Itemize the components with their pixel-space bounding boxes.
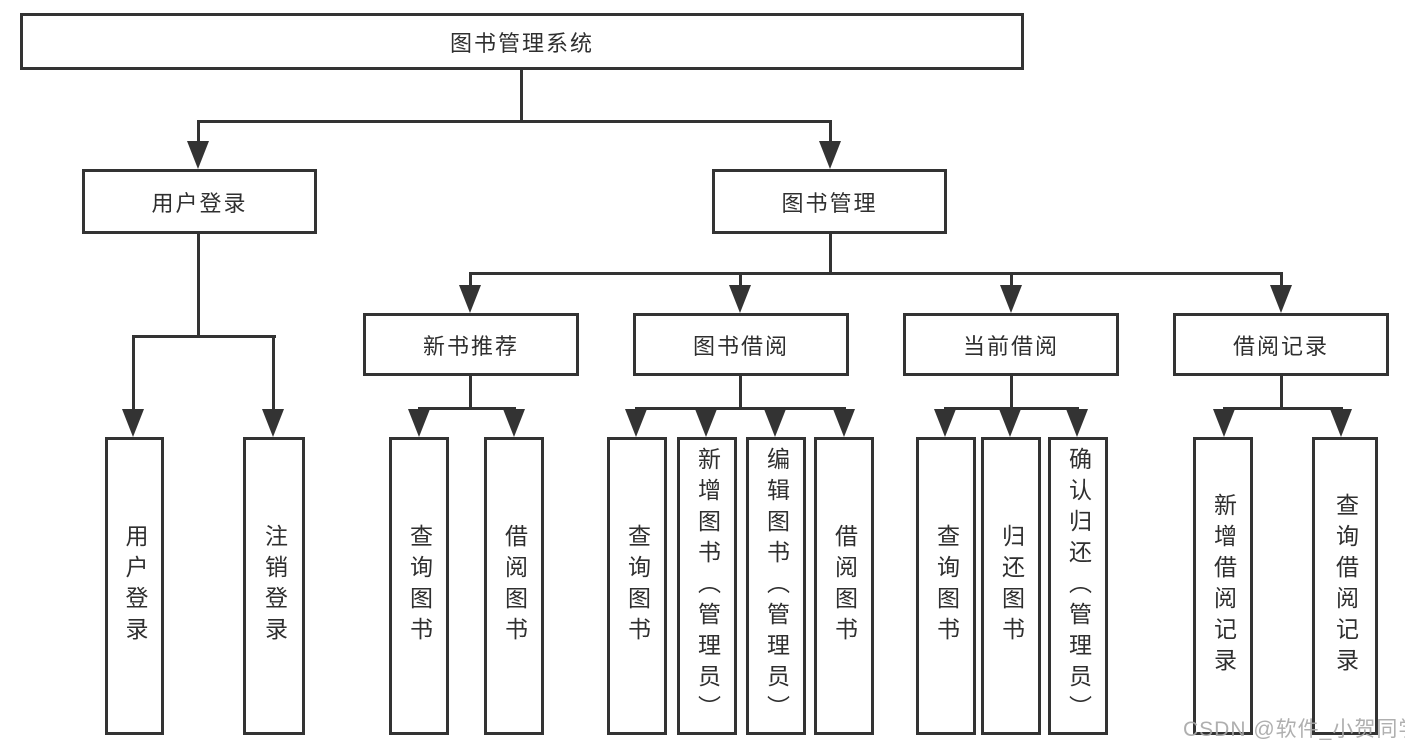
arrowhead-query-books-3 <box>934 409 956 437</box>
leaf-return-books: 归还图书 <box>981 437 1041 735</box>
connector-drop-current-borrowing <box>1010 272 1013 288</box>
node-borrowing-records-label: 借阅记录 <box>1232 333 1329 359</box>
node-borrowing-records: 借阅记录 <box>1173 313 1389 376</box>
leaf-logout-login-label: 注销登录 <box>261 524 288 648</box>
connector-borrowing-records-split <box>1224 407 1343 410</box>
arrowhead-edit-books <box>764 409 786 437</box>
connector-current-borrowing-split <box>945 407 1079 410</box>
arrowhead-current-borrowing <box>1000 285 1022 313</box>
leaf-user-login: 用户登录 <box>105 437 164 735</box>
node-new-book-recommendation: 新书推荐 <box>363 313 579 376</box>
connector-new-book-split <box>419 407 516 410</box>
node-library-system-label: 图书管理系统 <box>449 30 594 56</box>
node-book-borrowing: 图书借阅 <box>633 313 849 376</box>
node-library-system: 图书管理系统 <box>20 13 1024 70</box>
node-book-borrowing-label: 图书借阅 <box>692 333 789 359</box>
connector-book-management-trunk <box>829 234 832 274</box>
leaf-user-login-label: 用户登录 <box>122 524 148 648</box>
leaf-add-books-admin: 新增图书（管理员） <box>677 437 737 735</box>
node-current-borrowing-label: 当前借阅 <box>962 333 1059 359</box>
watermark: CSDN @软件_小贺同学 <box>1183 718 1405 741</box>
connector-book-borrowing-trunk <box>739 376 742 409</box>
arrowhead-borrow-books-1 <box>503 409 525 437</box>
leaf-edit-books-admin: 编辑图书（管理员） <box>746 437 806 735</box>
leaf-query-books-current-label: 查询图书 <box>933 524 960 648</box>
node-book-management: 图书管理 <box>712 169 947 234</box>
connector-borrowing-records-trunk <box>1280 376 1283 409</box>
connector-book-borrowing-split <box>636 407 845 410</box>
connector-root-trunk <box>520 70 523 122</box>
arrowhead-return-books <box>999 409 1021 437</box>
leaf-query-books-borrowing-label: 查询图书 <box>624 524 651 648</box>
leaf-edit-books-admin-label: 编辑图书（管理员） <box>763 446 790 726</box>
leaf-confirm-return-admin: 确认归还（管理员） <box>1048 437 1108 735</box>
connector-level2-split <box>470 272 1282 275</box>
connector-user-login-trunk <box>197 234 200 337</box>
node-book-management-label: 图书管理 <box>781 190 878 216</box>
node-current-borrowing: 当前借阅 <box>903 313 1119 376</box>
leaf-return-books-label: 归还图书 <box>998 524 1025 648</box>
leaf-borrow-books-recommend-label: 借阅图书 <box>501 524 528 648</box>
leaf-query-borrow-record: 查询借阅记录 <box>1312 437 1378 735</box>
arrowhead-leaf-logout <box>262 409 284 437</box>
arrowhead-add-record <box>1213 409 1235 437</box>
leaf-query-books-recommend: 查询图书 <box>389 437 449 735</box>
arrowhead-query-record <box>1330 409 1352 437</box>
node-user-login-label: 用户登录 <box>151 190 248 216</box>
arrowhead-query-books-1 <box>408 409 430 437</box>
connector-drop-leaf-logout <box>272 335 275 413</box>
leaf-borrow-books-recommend: 借阅图书 <box>484 437 544 735</box>
arrowhead-book-management <box>819 141 841 169</box>
arrowhead-confirm-return <box>1066 409 1088 437</box>
connector-drop-leaf-user-login <box>132 335 135 413</box>
node-user-login: 用户登录 <box>82 169 317 234</box>
connector-drop-user-login <box>197 120 200 148</box>
arrowhead-query-books-2 <box>625 409 647 437</box>
connector-level1-split <box>198 120 832 123</box>
connector-drop-borrowing-records <box>1280 272 1283 288</box>
connector-user-login-split <box>133 335 276 338</box>
leaf-borrow-books-borrowing-label: 借阅图书 <box>831 524 858 648</box>
leaf-query-borrow-record-label: 查询借阅记录 <box>1332 493 1359 679</box>
arrowhead-user-login <box>187 141 209 169</box>
node-new-book-recommendation-label: 新书推荐 <box>422 333 519 359</box>
arrowhead-borrowing-records <box>1270 285 1292 313</box>
connector-drop-book-borrowing <box>739 272 742 288</box>
leaf-confirm-return-admin-label: 确认归还（管理员） <box>1065 446 1092 726</box>
connector-new-book-trunk <box>469 376 472 409</box>
leaf-borrow-books-borrowing: 借阅图书 <box>814 437 874 735</box>
leaf-add-borrow-record-label: 新增借阅记录 <box>1210 493 1237 679</box>
leaf-query-books-borrowing: 查询图书 <box>607 437 667 735</box>
arrowhead-borrow-books-2 <box>833 409 855 437</box>
leaf-logout-login: 注销登录 <box>243 437 305 735</box>
leaf-query-books-recommend-label: 查询图书 <box>406 524 433 648</box>
connector-current-borrowing-trunk <box>1010 376 1013 409</box>
arrowhead-add-books <box>695 409 717 437</box>
connector-drop-new-book <box>469 272 472 288</box>
arrowhead-new-book <box>459 285 481 313</box>
arrowhead-book-borrowing <box>729 285 751 313</box>
arrowhead-leaf-user-login <box>122 409 144 437</box>
leaf-query-books-current: 查询图书 <box>916 437 976 735</box>
leaf-add-borrow-record: 新增借阅记录 <box>1193 437 1253 735</box>
connector-drop-book-management <box>829 120 832 148</box>
leaf-add-books-admin-label: 新增图书（管理员） <box>694 446 721 726</box>
